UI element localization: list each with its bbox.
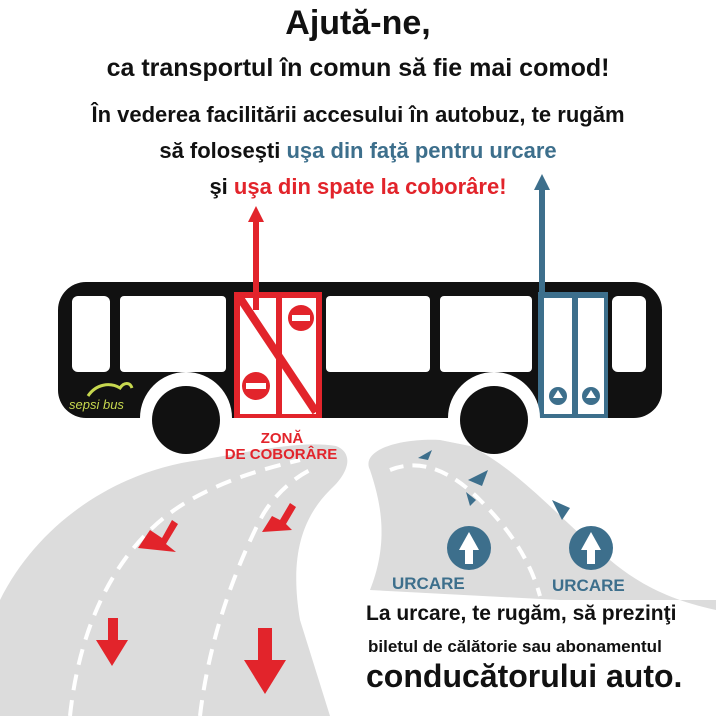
boarding-arrows <box>418 450 570 520</box>
up-arrow-icon <box>418 450 432 460</box>
up-arrow-icon <box>534 174 550 190</box>
bus-logo-text: sepsi bus <box>69 397 124 412</box>
bus-window <box>326 296 430 372</box>
rear-door-highlight: uşa din spate la coborâre! <box>233 174 507 199</box>
instruction-line-1: În vederea facilitării accesului în auto… <box>91 102 625 127</box>
up-arrow-icon <box>466 492 476 506</box>
down-arrow-icon <box>262 503 296 532</box>
bus-window <box>120 296 226 372</box>
instruction-line-3-prefix: şi <box>209 174 234 199</box>
exit-door-arrow <box>248 206 264 310</box>
front-door <box>538 292 608 418</box>
footer-line-2: biletul de călătorie sau abonamentul <box>368 637 662 656</box>
exit-zone-label-1: ZONĂ <box>260 430 304 447</box>
up-arrow-icon <box>459 532 479 550</box>
instruction-line-3: şi uşa din spate la coborâre! <box>0 174 716 200</box>
instruction-line-2-prefix: să foloseşti <box>159 138 287 163</box>
poster-title: Ajută-ne, <box>285 4 431 42</box>
footer-line-3: conducătorului auto. <box>366 658 683 694</box>
down-arrow-icon <box>96 618 128 666</box>
down-arrow-icon <box>244 628 286 694</box>
exit-arrows <box>96 503 296 694</box>
logo-icon <box>86 382 134 397</box>
instruction-line-2: să foloseşti uşa din faţă pentru urcare <box>0 138 716 164</box>
boarding-sign-2 <box>569 526 613 570</box>
up-arrow-icon <box>581 532 601 550</box>
boarding-label-2: URCARE <box>552 576 625 595</box>
rear-door <box>234 292 322 418</box>
boarding-sign-1 <box>447 526 491 570</box>
up-arrow-icon <box>468 470 488 486</box>
boarding-road <box>368 439 716 610</box>
bus <box>58 282 662 454</box>
up-arrow-icon <box>552 500 570 520</box>
front-door-highlight: uşa din faţă pentru urcare <box>286 138 557 163</box>
exit-zone-label-2: DE COBORÂRE <box>224 446 338 463</box>
up-arrow-icon <box>248 206 264 222</box>
wheels <box>140 372 540 454</box>
exit-road <box>0 444 348 716</box>
poster-subtitle: ca transportul în comun să fie mai comod… <box>106 54 610 82</box>
boarding-door-arrow <box>534 174 550 292</box>
bus-window <box>612 296 646 372</box>
down-arrow-icon <box>138 520 178 552</box>
bus-window <box>440 296 532 372</box>
footer-line-1: La urcare, te rugăm, să prezinţi <box>366 602 677 625</box>
bus-window <box>72 296 110 372</box>
boarding-label-1: URCARE <box>392 574 465 593</box>
